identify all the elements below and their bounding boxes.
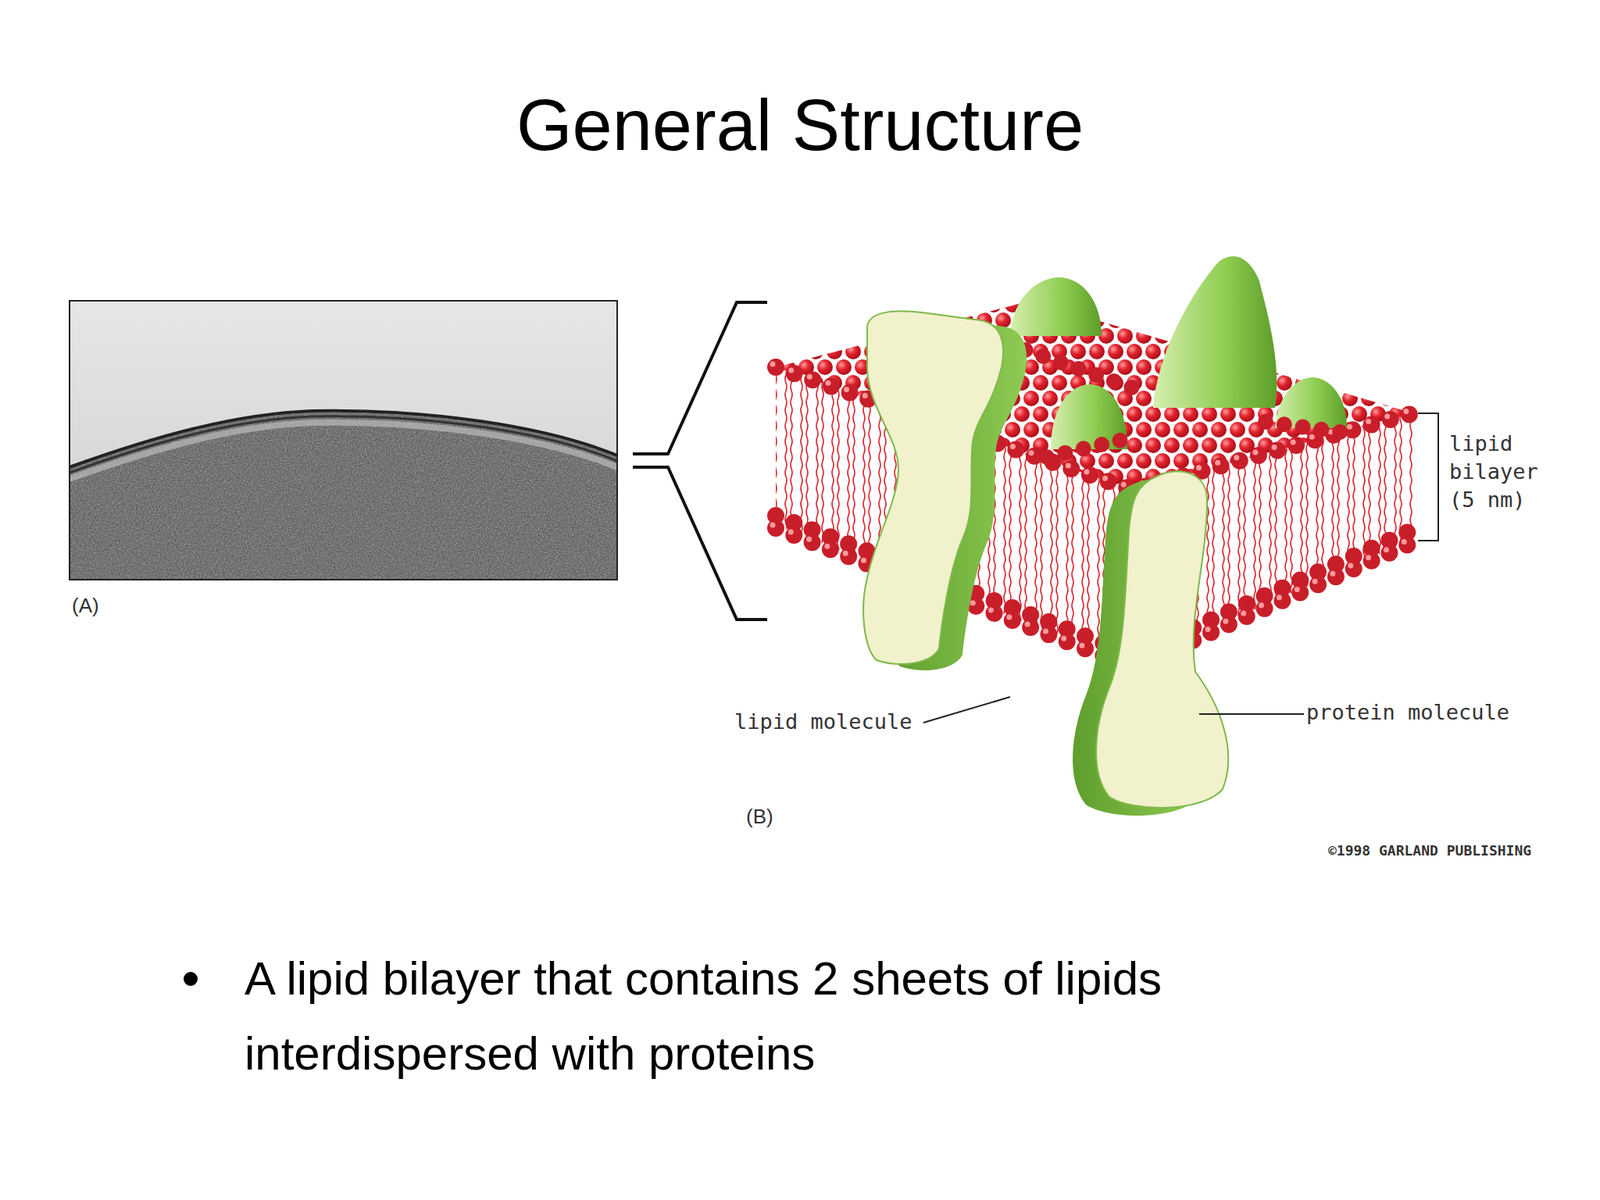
dimension-label: lipid bilayer (5 nm): [1449, 429, 1555, 515]
leader-line: [1199, 713, 1304, 715]
part-label: protein molecule: [1306, 700, 1510, 725]
cytoplasm-texture: [69, 412, 618, 580]
micrograph-frame: [69, 300, 618, 580]
protein-cone: [1153, 256, 1277, 408]
micrograph-background: [69, 300, 618, 580]
slide-title: General Structure: [0, 82, 1600, 168]
part-label: lipid molecule: [734, 709, 913, 734]
panel-label: (A): [71, 593, 100, 618]
membrane-line: [69, 416, 618, 473]
protein-front: [863, 310, 1004, 665]
micrograph: [69, 300, 618, 580]
cytoplasm: [69, 412, 618, 580]
panel-label: (B): [746, 804, 774, 829]
copyright-note: ©1998 GARLAND PUBLISHING: [1328, 842, 1532, 859]
protein-dome: [1010, 277, 1102, 336]
bullet-dot: [183, 971, 198, 986]
membrane-line: [69, 410, 618, 468]
protein-front: [1096, 471, 1229, 808]
bullet-text: A lipid bilayer that contains 2 sheets o…: [244, 941, 1417, 1092]
zoom-bracket: [632, 302, 768, 620]
leader-line: [923, 696, 1011, 723]
thickness-bracket: [1417, 413, 1439, 541]
lipid-heads-rim: [1007, 343, 1352, 458]
